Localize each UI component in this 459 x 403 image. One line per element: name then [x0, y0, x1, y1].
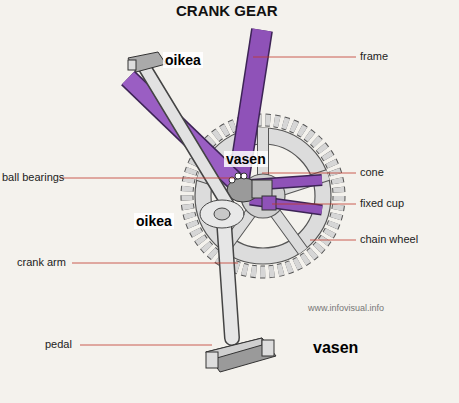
watermark: www.infovisual.info: [308, 302, 384, 315]
leader-lines: [60, 57, 356, 345]
side-label: oikea: [163, 52, 203, 68]
side-label: vasen: [311, 339, 360, 357]
part-label: ball bearings: [2, 171, 64, 184]
part-label: frame: [360, 50, 388, 63]
side-label: oikea: [134, 213, 174, 229]
crank-arm-drawing: [145, 68, 244, 338]
side-label: vasen: [224, 151, 268, 167]
part-label: crank arm: [17, 256, 66, 269]
part-label: chain wheel: [360, 233, 418, 246]
chain-wheel-drawing: [187, 120, 339, 272]
part-label: pedal: [45, 338, 72, 351]
part-label: cone: [360, 166, 384, 179]
part-label: fixed cup: [360, 197, 404, 210]
diagram-title: CRANK GEAR: [176, 2, 278, 20]
pedal-drawing: [128, 52, 276, 372]
